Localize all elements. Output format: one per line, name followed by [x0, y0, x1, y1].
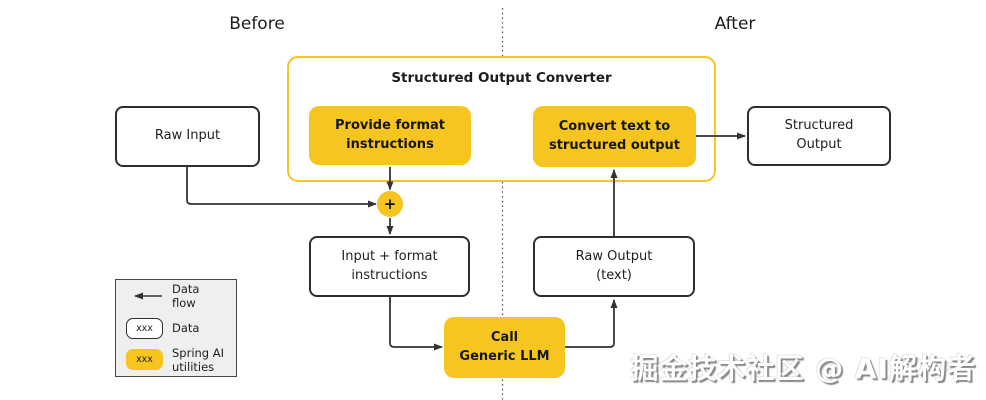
call-generic-llm-node: Call Generic LLM	[444, 317, 565, 378]
data-sample-box: xxx	[126, 317, 163, 339]
spring-ai-sample-box: xxx	[126, 349, 163, 371]
data-flow-label: Data flow	[172, 281, 200, 311]
input-format-instructions-node: Input + format instructions	[309, 236, 470, 297]
arrow-input-format-to-call-llm	[389, 297, 443, 351]
plus-merge-icon: +	[377, 191, 403, 217]
data-label: Data	[172, 320, 200, 335]
watermark-text: 掘金技术社区 @ AI解构者	[630, 352, 976, 385]
raw-input-node: Raw Input	[115, 106, 260, 167]
arrow-call-llm-to-raw-output	[565, 299, 618, 348]
structured-output-node: Structured Output	[747, 106, 891, 166]
data-flow-arrow-icon	[134, 292, 162, 300]
spring-ai-utilities-label: Spring AI utilities	[172, 345, 225, 374]
legend-data-row: xxx Data	[126, 317, 226, 339]
converter-title: Structured Output Converter	[391, 70, 612, 86]
before-section-label: Before	[229, 14, 285, 34]
convert-text-node: Convert text to structured output	[533, 106, 696, 167]
legend: Data flow xxx Data xxx Spring AI utiliti…	[115, 279, 237, 377]
provide-format-instructions-node: Provide format instructions	[309, 106, 471, 165]
after-section-label: After	[714, 14, 756, 34]
raw-output-node: Raw Output (text)	[533, 236, 695, 297]
legend-spring-row: xxx Spring AI utilities	[126, 346, 226, 375]
legend-data-flow-row: Data flow	[126, 282, 226, 311]
